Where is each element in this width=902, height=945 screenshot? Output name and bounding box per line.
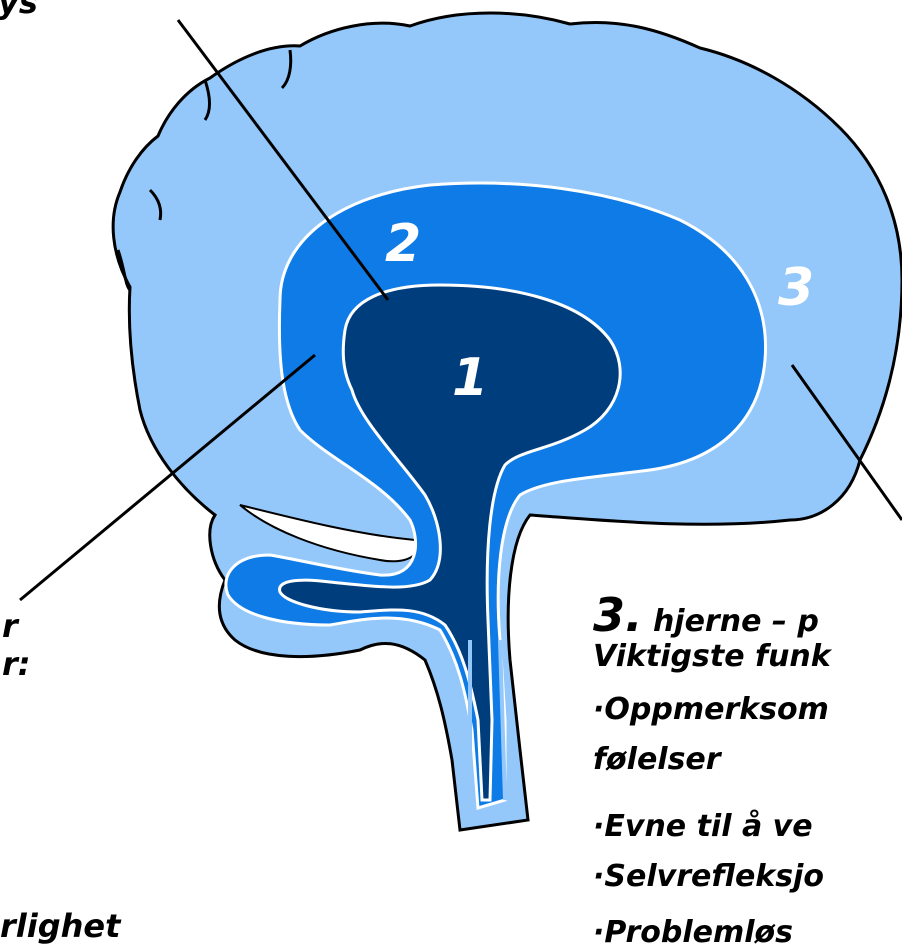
top-left-fragment: ys: [0, 0, 38, 18]
bullet-2: ·Evne til å ve: [593, 812, 813, 842]
region-number-3: 3: [778, 262, 814, 314]
left-fragment-1: r: [2, 610, 18, 642]
bullet-4: ·Problemløs: [593, 918, 793, 945]
region-number-1: 1: [452, 352, 488, 404]
left-fragment-2: r:: [2, 648, 31, 680]
right-heading-number: 3.: [593, 588, 642, 642]
bullet-1: ·Oppmerksom: [593, 695, 829, 725]
functions-title: Viktigste funk: [593, 642, 831, 672]
right-heading-text: hjerne – p: [653, 604, 819, 639]
left-fragment-bottom: rlighet: [0, 910, 120, 942]
region-number-2: 2: [385, 218, 421, 270]
right-heading: 3. hjerne – p: [593, 592, 819, 638]
bullet-1-cont: følelser: [593, 745, 721, 775]
bullet-3: ·Selvrefleksjo: [593, 862, 824, 892]
